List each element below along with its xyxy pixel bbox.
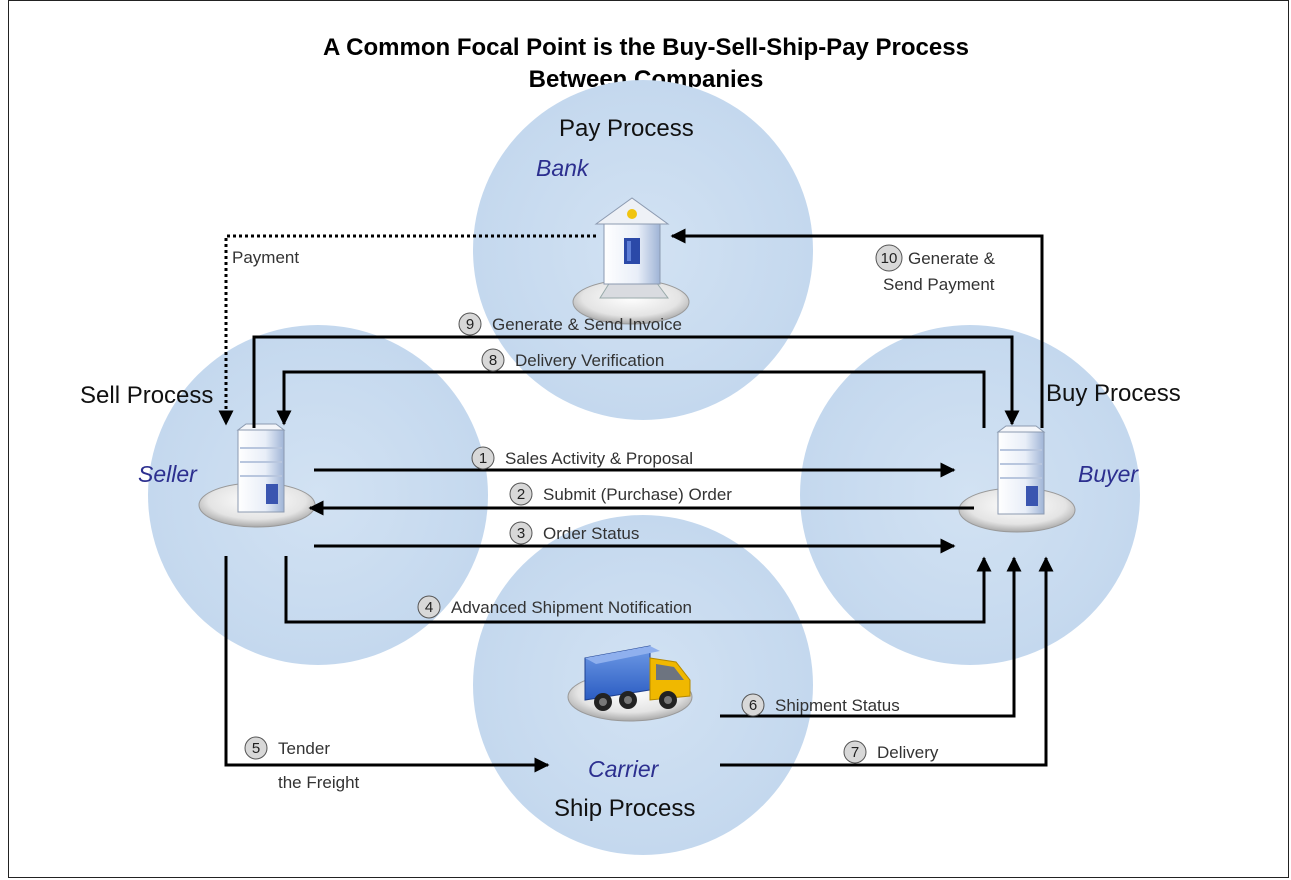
step-4-arrow — [284, 556, 992, 624]
seller-label: Seller — [138, 461, 198, 487]
bank-label: Bank — [536, 155, 590, 181]
step-badge — [843, 740, 867, 764]
step-label: Delivery Verification — [515, 351, 664, 370]
step-badge — [875, 244, 903, 272]
payment-label: Payment — [232, 248, 299, 267]
sell-process-label: Sell Process — [80, 382, 213, 409]
step-9: 9 Generate & Send Invoice — [458, 312, 682, 336]
step-6: 6 Shipment Status — [741, 693, 900, 717]
step-label: Tender — [278, 739, 330, 758]
step-7-arrow — [720, 556, 1054, 767]
buyer-building-icon — [958, 425, 1076, 533]
title-line-1: A Common Focal Point is the Buy-Sell-Shi… — [323, 34, 969, 61]
step-number: 9 — [466, 316, 474, 333]
step-number: 4 — [425, 599, 433, 616]
step-badge — [244, 736, 268, 760]
step-10: 10 Generate & Send Payment — [875, 244, 996, 294]
step-number: 5 — [252, 740, 260, 757]
step-label-line-2: Send Payment — [883, 275, 995, 294]
step-badge — [509, 482, 533, 506]
step-badge — [509, 521, 533, 545]
step-5: 5 Tender the Freight — [244, 736, 360, 792]
step-2: 2 Submit (Purchase) Order — [509, 482, 732, 506]
step-10-arrow — [670, 228, 1044, 428]
buy-process-label: Buy Process — [1046, 380, 1181, 407]
step-badge — [471, 446, 495, 470]
step-badge — [481, 348, 505, 372]
step-label: Submit (Purchase) Order — [543, 485, 732, 504]
step-badge — [458, 312, 482, 336]
step-label-line-2: the Freight — [278, 773, 360, 792]
step-badge — [417, 595, 441, 619]
step-label: Generate & Send Invoice — [492, 315, 682, 334]
step-number: 10 — [881, 250, 898, 267]
step-1: 1 Sales Activity & Proposal — [471, 446, 693, 470]
step-number: 3 — [517, 525, 525, 542]
step-9-arrow — [252, 335, 1020, 428]
step-number: 2 — [517, 486, 525, 503]
step-6-arrow — [720, 556, 1022, 718]
buyer-label: Buyer — [1078, 461, 1139, 487]
sell-process-circle — [148, 325, 488, 665]
step-label: Delivery — [877, 743, 939, 762]
step-label: Sales Activity & Proposal — [505, 449, 693, 468]
step-4: 4 Advanced Shipment Notification — [417, 595, 692, 619]
step-label: Advanced Shipment Notification — [451, 598, 692, 617]
carrier-label: Carrier — [588, 756, 660, 782]
step-5-arrow — [224, 556, 550, 773]
step-7: 7 Delivery — [843, 740, 939, 764]
bank-building-icon — [572, 197, 690, 325]
step-8-arrow — [276, 370, 986, 428]
step-number: 6 — [749, 697, 757, 714]
step-number: 1 — [479, 450, 487, 467]
pay-process-label: Pay Process — [559, 115, 694, 142]
step-8: 8 Delivery Verification — [481, 348, 664, 372]
step-number: 8 — [489, 352, 497, 369]
seller-building-icon — [198, 423, 316, 528]
step-3: 3 Order Status — [509, 521, 639, 545]
step-label: Shipment Status — [775, 696, 900, 715]
ship-process-label: Ship Process — [554, 795, 695, 822]
step-number: 7 — [851, 744, 859, 761]
step-label: Generate & — [908, 249, 996, 268]
buy-process-circle — [800, 325, 1140, 665]
step-badge — [741, 693, 765, 717]
step-label: Order Status — [543, 524, 639, 543]
delivery-truck-icon — [567, 645, 693, 722]
